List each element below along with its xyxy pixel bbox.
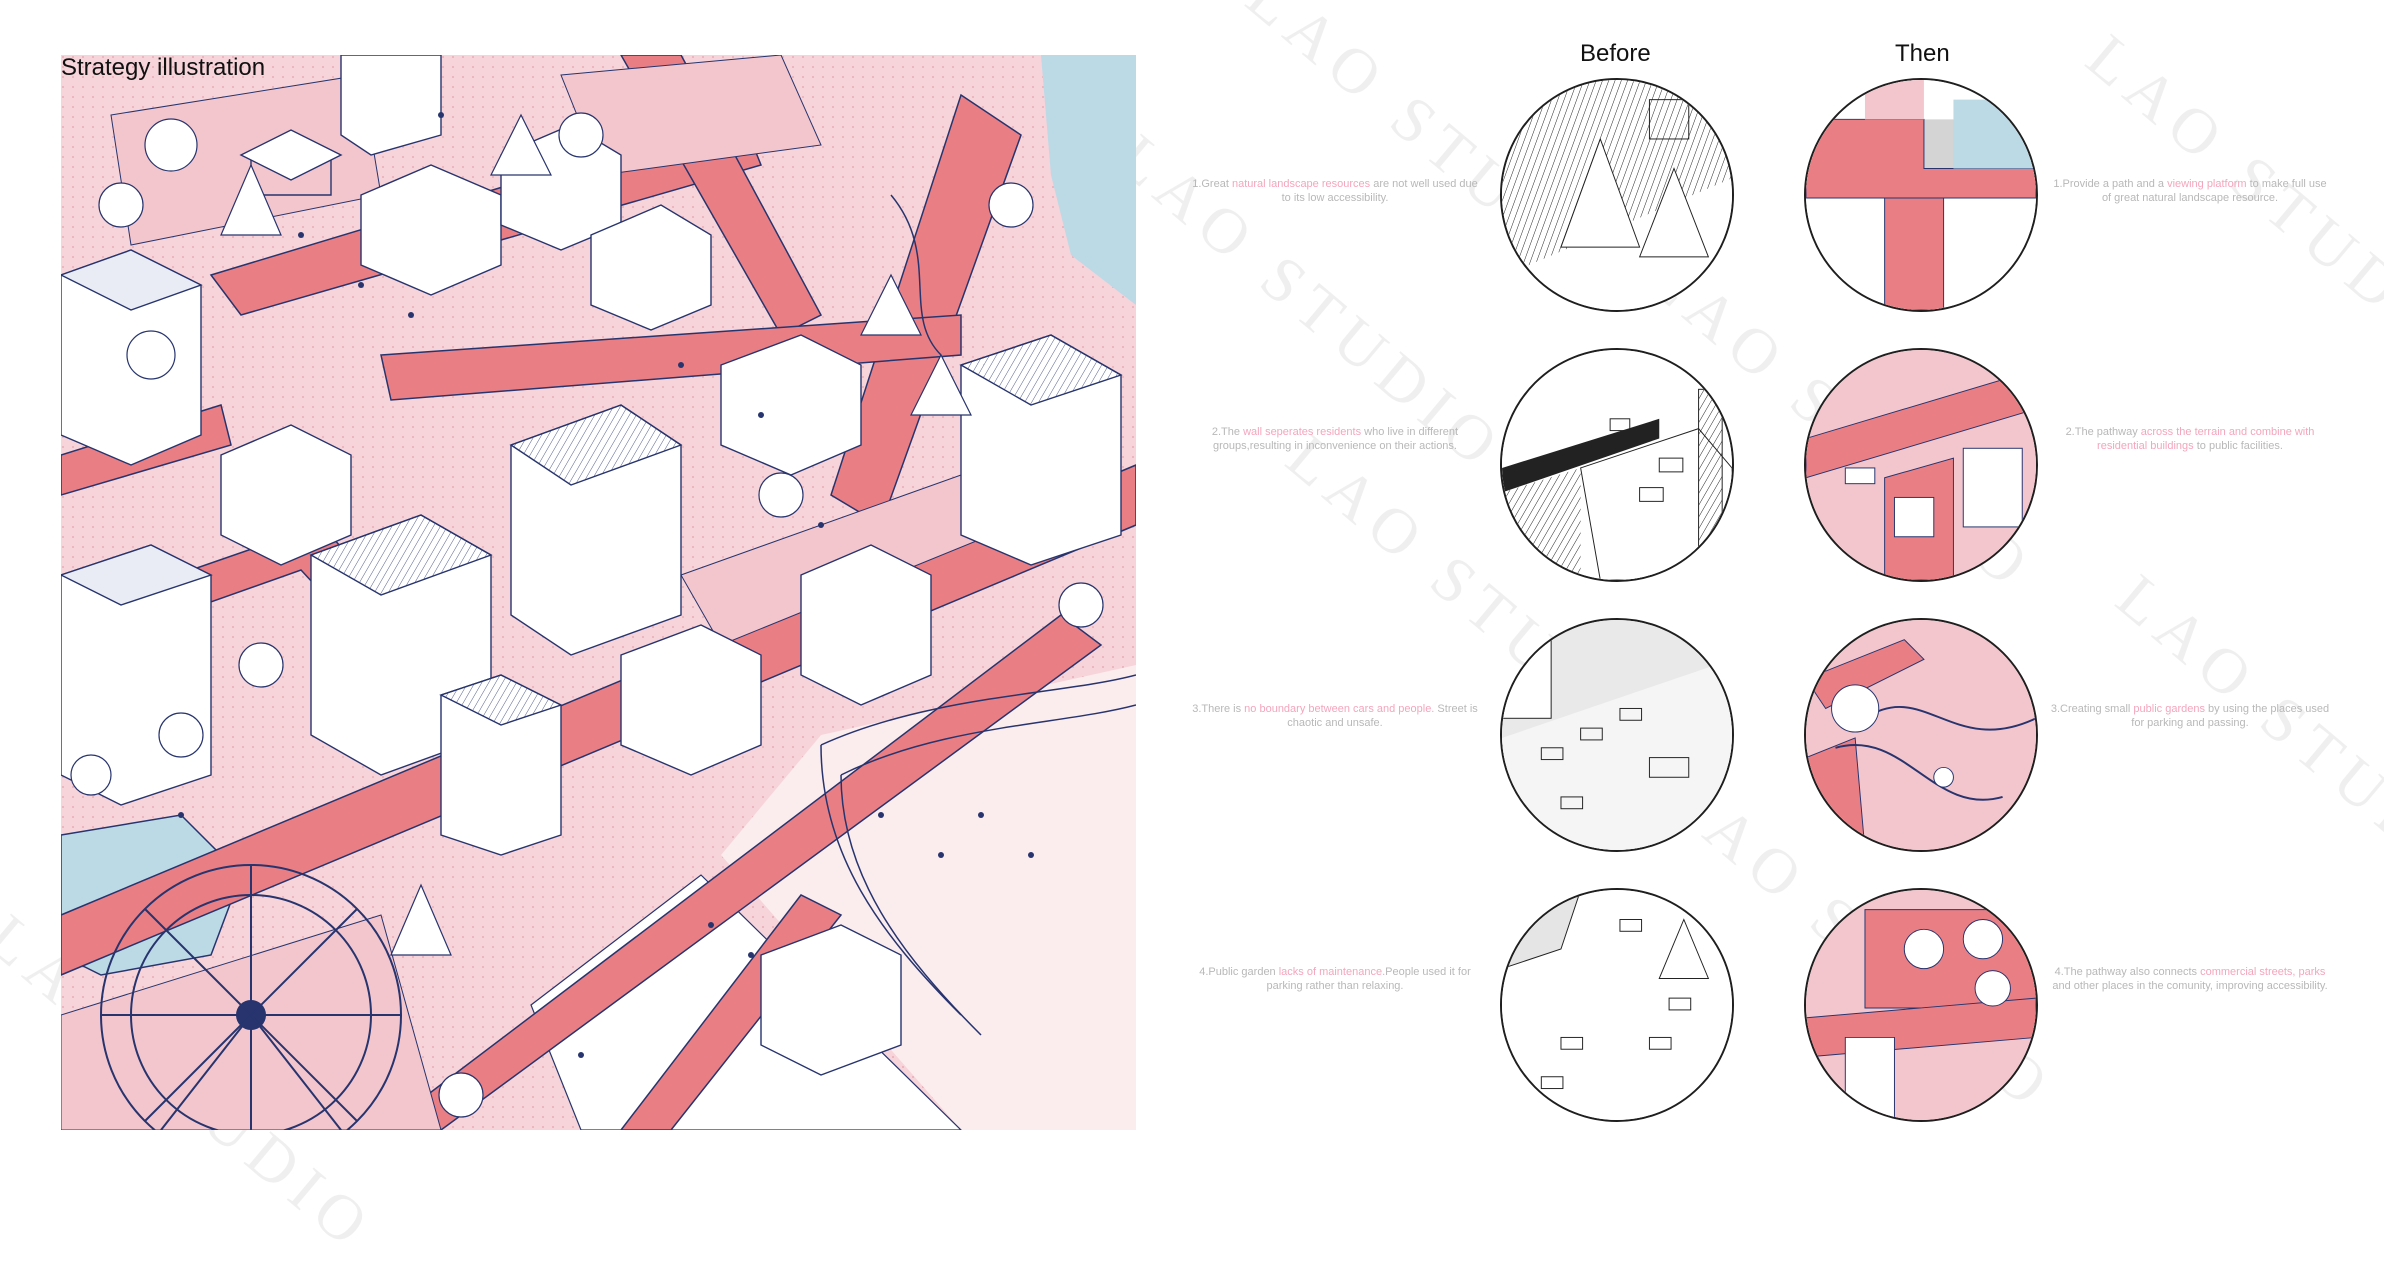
illustration-title: Strategy illustration	[61, 54, 265, 82]
isometric-map	[61, 55, 1136, 1130]
then-note-1: 1.Provide a path and a viewing platform …	[2050, 177, 2330, 205]
then-note-3: 3.Creating small public gardens by using…	[2050, 702, 2330, 730]
then-circle-4	[1804, 888, 2038, 1122]
before-note-2: 2.The wall seperates residents who live …	[1190, 425, 1480, 453]
then-circle-1	[1804, 78, 2038, 312]
watermark: LAO STUDIO	[2102, 560, 2384, 927]
before-circle-1	[1500, 78, 1734, 312]
then-note-4: 4.The pathway also connects commercial s…	[2050, 965, 2330, 993]
before-note-4: 4.Public garden lacks of maintenance.Peo…	[1190, 965, 1480, 993]
before-circle-3	[1500, 618, 1734, 852]
before-circle-4	[1500, 888, 1734, 1122]
before-note-3: 3.There is no boundary between cars and …	[1190, 702, 1480, 730]
strategy-illustration	[61, 55, 1136, 1130]
then-column-title: Then	[1895, 40, 1950, 68]
before-column-title: Before	[1580, 40, 1651, 68]
then-note-2: 2.The pathway across the terrain and com…	[2050, 425, 2330, 453]
then-circle-2	[1804, 348, 2038, 582]
before-circle-2	[1500, 348, 1734, 582]
before-note-1: 1.Great natural landscape resources are …	[1190, 177, 1480, 205]
then-circle-3	[1804, 618, 2038, 852]
